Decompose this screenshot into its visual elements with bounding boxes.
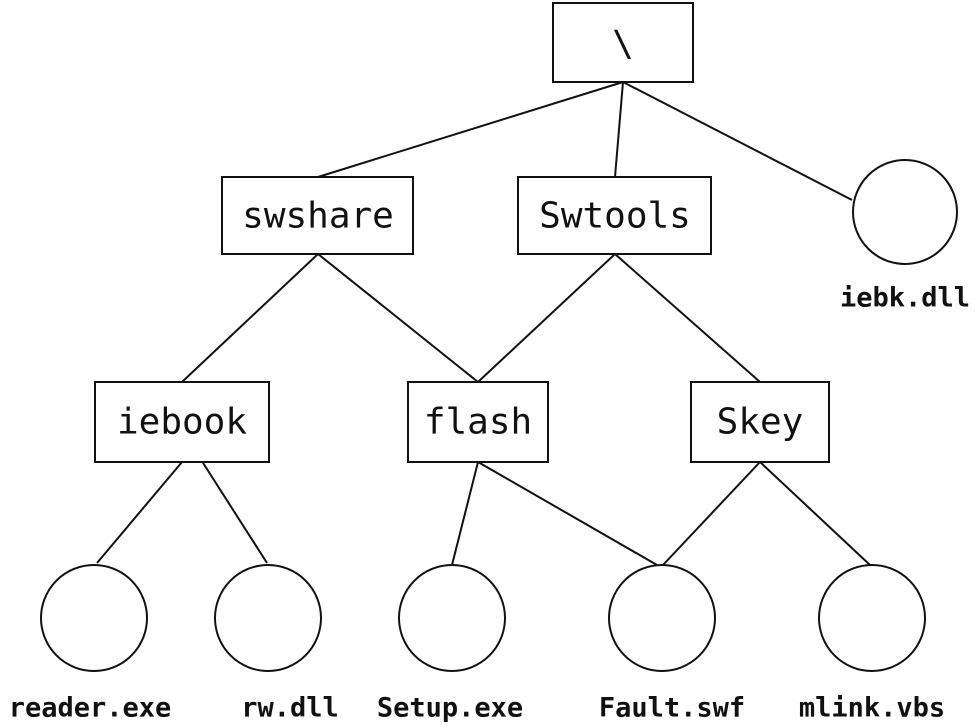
file-node-mlink-vbs: mlink.vbs <box>799 564 945 724</box>
edge-flash-setup <box>451 461 479 566</box>
edge-skey-fault <box>662 461 761 566</box>
edges-group <box>96 81 871 566</box>
setup-exe-circle <box>398 564 506 672</box>
root-label: \ <box>612 24 634 65</box>
iebook-box <box>94 381 270 463</box>
file-node-reader-exe: reader.exe <box>9 564 172 724</box>
directory-node-flash: flash <box>407 381 549 463</box>
setup-exe-label: Setup.exe <box>377 693 523 724</box>
edge-root-swtools <box>614 81 624 178</box>
root-box <box>552 2 694 83</box>
rw-dll-circle <box>214 564 322 672</box>
iebk-dll-label: iebk.dll <box>840 283 970 314</box>
edge-iebook-reader <box>96 461 183 564</box>
edge-root-swshare <box>317 81 624 178</box>
edge-swshare-flash <box>317 253 479 383</box>
directory-node-iebook: iebook <box>94 381 270 463</box>
file-node-iebk-dll: iebk.dll <box>840 159 970 314</box>
skey-box <box>690 381 830 463</box>
skey-label: Skey <box>717 402 804 443</box>
flash-box <box>407 381 549 463</box>
flash-label: flash <box>424 402 532 443</box>
directory-node-swshare: swshare <box>221 176 414 255</box>
file-node-rw-dll: rw.dll <box>214 564 339 724</box>
fault-swf-circle <box>608 564 716 672</box>
directory-node-root: \ <box>552 2 694 83</box>
rw-dll-label: rw.dll <box>241 693 339 724</box>
swshare-label: swshare <box>242 196 394 237</box>
swshare-box <box>221 176 414 255</box>
swtools-box <box>517 176 712 255</box>
mlink-vbs-circle <box>818 564 926 672</box>
edge-swshare-iebook <box>181 253 319 383</box>
edge-skey-mlink <box>759 461 871 566</box>
reader-exe-circle <box>40 564 148 672</box>
edge-flash-fault <box>477 461 658 566</box>
mlink-vbs-label: mlink.vbs <box>799 693 945 724</box>
file-node-fault-swf: Fault.swf <box>599 564 745 724</box>
edge-root-iebk <box>622 81 853 201</box>
iebook-label: iebook <box>117 402 247 443</box>
edge-swtools-flash <box>477 253 616 383</box>
iebk-dll-circle <box>852 159 958 265</box>
reader-exe-label: reader.exe <box>9 693 172 724</box>
edge-swtools-skey <box>614 253 761 383</box>
directory-node-skey: Skey <box>690 381 830 463</box>
swtools-label: Swtools <box>539 196 691 237</box>
file-node-setup-exe: Setup.exe <box>377 564 523 724</box>
fault-swf-label: Fault.swf <box>599 693 745 724</box>
directory-node-swtools: Swtools <box>517 176 712 255</box>
